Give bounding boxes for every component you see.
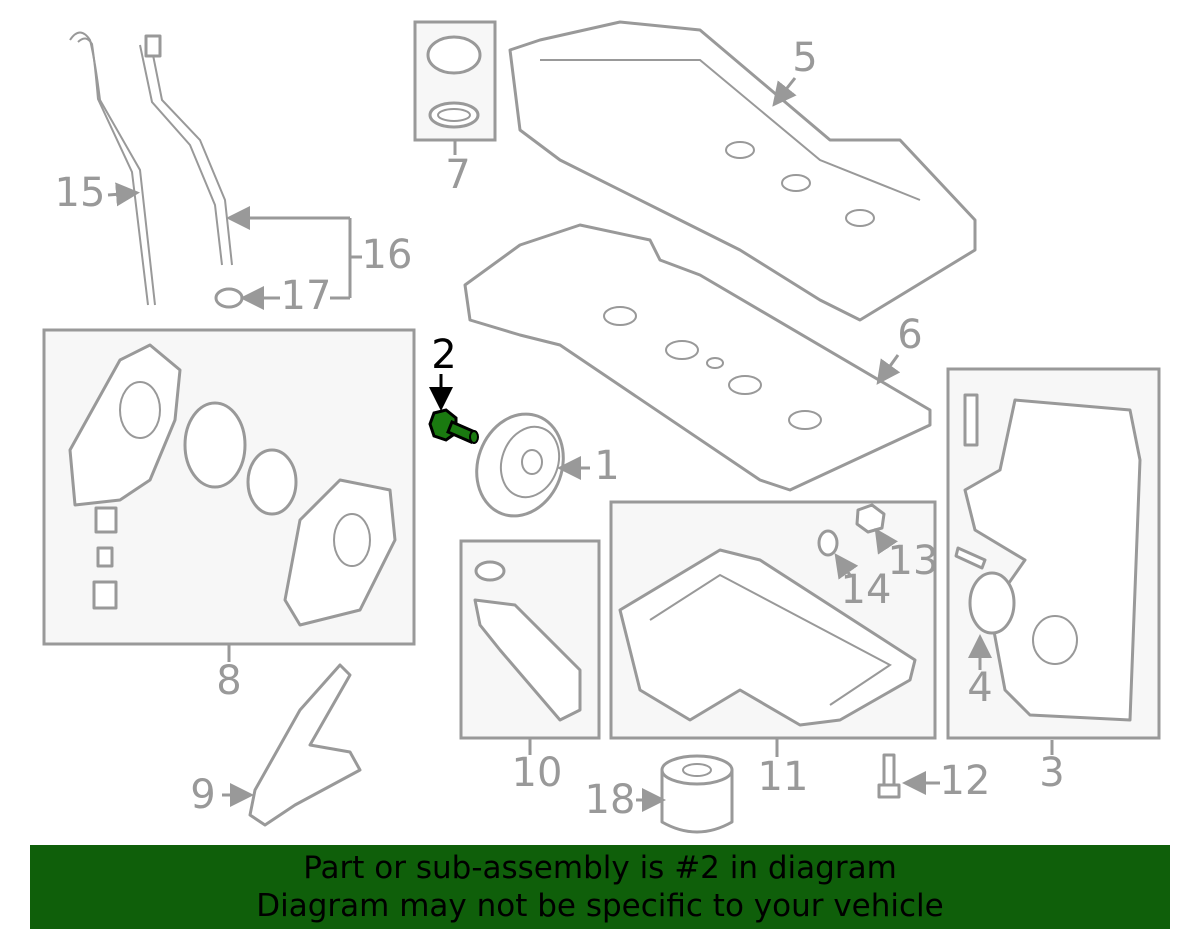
callout-13: 13 [888, 538, 939, 584]
crankshaft-pulley-part [475, 412, 565, 518]
front-seal-4-part [968, 571, 1016, 635]
drain-plug-washer-14-part [817, 529, 839, 557]
crankshaft-bolt-highlighted-part[interactable] [428, 408, 479, 444]
callout-17: 17 [281, 273, 332, 319]
callout-5: 5 [792, 35, 817, 81]
callout-7: 7 [445, 152, 470, 198]
spark-plug-seals [603, 306, 822, 430]
callout-15: 15 [55, 170, 106, 216]
callout-12: 12 [940, 758, 991, 804]
dipstick-part [69, 31, 156, 306]
banner-line-2: Diagram may not be specific to your vehi… [256, 888, 944, 924]
callout-18: 18 [585, 777, 636, 823]
oil-filler-cap-part [426, 35, 482, 129]
oil-pump-gasket-part [248, 663, 362, 827]
timing-cover-part [954, 393, 1142, 722]
callout-2-highlighted[interactable]: 2 [431, 332, 456, 378]
valve-cover-part [508, 20, 977, 322]
callout-16: 16 [362, 232, 413, 278]
callout-3: 3 [1039, 750, 1064, 796]
leader-lines [107, 77, 1054, 812]
oil-pump-parts [68, 343, 397, 627]
callout-8: 8 [216, 658, 241, 704]
drain-plug-13-part [855, 503, 886, 534]
valve-cover-gasket-part [463, 223, 932, 492]
callout-14: 14 [841, 567, 892, 613]
oil-strainer-part [473, 560, 582, 722]
callout-1: 1 [594, 443, 619, 489]
callout-9: 9 [190, 772, 215, 818]
oil-filter-part [660, 754, 734, 834]
callout-6: 6 [897, 312, 922, 358]
callout-4: 4 [967, 665, 992, 711]
o-ring-17-part [214, 287, 244, 309]
callout-11: 11 [758, 754, 809, 800]
banner-line-1: Part or sub-assembly is #2 in diagram [303, 850, 897, 886]
dipstick-tube-part [139, 34, 233, 266]
info-banner: Part or sub-assembly is #2 in diagram Di… [30, 845, 1170, 929]
callout-10: 10 [512, 750, 563, 796]
bolt-12-part [877, 753, 901, 799]
oil-pan-part [618, 548, 917, 727]
